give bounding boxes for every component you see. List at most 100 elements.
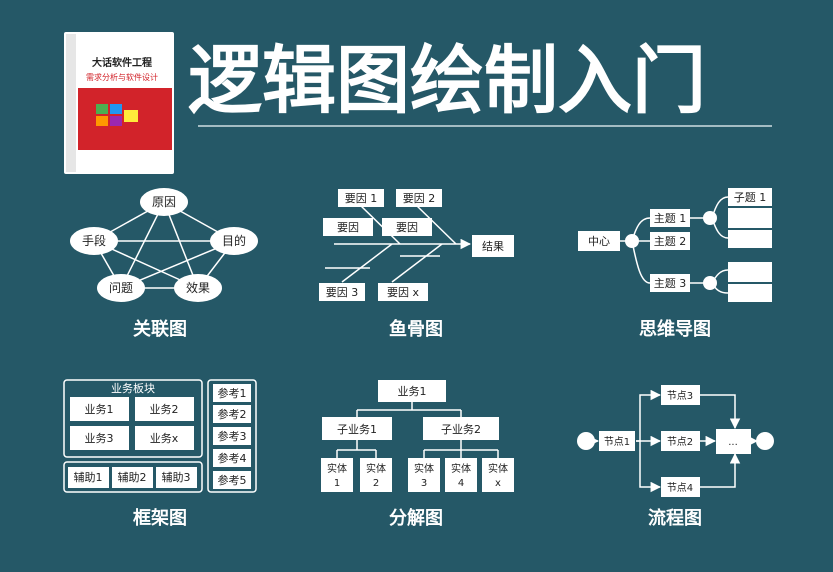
- flowchart-node: ...: [716, 429, 751, 454]
- mindmap-topic: 主题 2: [650, 232, 690, 250]
- fishbone-cause-label: 要因 1: [345, 192, 378, 205]
- mindmap-topic-label: 主题 2: [654, 235, 687, 248]
- association-label: 关联图: [133, 318, 187, 340]
- fishbone-cause: 要因: [323, 218, 373, 236]
- framework-aux-label: 辅助3: [162, 470, 191, 484]
- flowchart-end: [756, 432, 774, 450]
- decomposition-entity-line1: 实体: [327, 462, 347, 475]
- mindmap-center: 中心: [578, 231, 620, 251]
- decomposition-entity: 实体 1: [321, 458, 353, 492]
- flowchart-node: 节点3: [661, 385, 700, 405]
- mindmap-subtopic-box: [728, 284, 772, 302]
- mindmap-topic: 主题 1: [650, 209, 690, 227]
- framework-aux-item: 辅助3: [156, 467, 197, 488]
- mindmap-hub: [625, 234, 639, 248]
- framework-business-label: 业务1: [85, 403, 114, 416]
- framework-label: 框架图: [133, 507, 187, 529]
- flowchart-node: 节点1: [599, 431, 635, 451]
- framework-business-label: 业务2: [150, 403, 179, 416]
- decomposition-entity-line1: 实体: [366, 462, 386, 475]
- decomposition-entity-line1: 实体: [451, 462, 471, 475]
- association-node: 原因: [140, 188, 188, 216]
- flowchart-node-label: 节点4: [667, 482, 693, 494]
- mindmap-label: 思维导图: [639, 318, 711, 340]
- framework-ref-label: 参考1: [218, 386, 247, 400]
- framework-business-label: 业务3: [85, 432, 114, 445]
- framework-ref-label: 参考2: [218, 407, 247, 421]
- fishbone-cause: 要因 3: [319, 283, 365, 301]
- framework-group-title: 业务板块: [111, 381, 155, 395]
- flowchart-start: [577, 432, 595, 450]
- mindmap-subtopic: 子题 1: [728, 188, 772, 206]
- framework-aux-item: 辅助2: [112, 467, 153, 488]
- fishbone-result: 结果: [472, 235, 514, 257]
- book-subtitle: 需求分析与软件设计: [86, 72, 158, 82]
- framework-ref-label: 参考3: [218, 429, 247, 443]
- fishbone-cause-label: 要因: [396, 221, 418, 234]
- decomposition-entity-line2: 1: [334, 478, 340, 489]
- framework-business-item: 业务1: [70, 397, 129, 421]
- fishbone-cause-label: 要因 x: [387, 286, 419, 299]
- framework-ref-item: 参考5: [213, 471, 251, 489]
- decomposition-entity-line2: 3: [421, 478, 427, 489]
- decomposition-root-label: 业务1: [398, 385, 427, 398]
- association-node: 目的: [210, 227, 258, 255]
- decomposition-connectors: [336, 402, 499, 458]
- fishbone-cause: 要因 x: [378, 283, 428, 301]
- mindmap-subtopic-box: [728, 230, 772, 248]
- mindmap-subtopic-box: [728, 208, 772, 228]
- flowchart-node-label: 节点1: [604, 436, 630, 448]
- mindmap-subtopic-box: [728, 262, 772, 282]
- decomposition-child-label: 子业务2: [441, 423, 481, 436]
- mindmap-topic: 主题 3: [650, 274, 690, 292]
- fishbone-cause: 要因: [382, 218, 432, 236]
- framework-ref-item: 参考3: [213, 427, 251, 445]
- book-title: 大话软件工程: [92, 56, 152, 69]
- association-node-label: 原因: [152, 195, 176, 209]
- mindmap-subtopic-label: 子题 1: [734, 191, 767, 204]
- fishbone-cause-label: 要因 2: [403, 192, 436, 205]
- decomposition-entity-line2: x: [495, 478, 501, 489]
- framework-business-label: 业务x: [150, 432, 179, 445]
- flowchart-label: 流程图: [648, 507, 702, 529]
- book-cover: 大话软件工程 需求分析与软件设计: [64, 32, 174, 174]
- framework-ref-label: 参考4: [218, 451, 247, 465]
- page-title: 逻辑图绘制入门: [188, 38, 706, 124]
- flowchart-node: 节点4: [661, 477, 700, 497]
- fishbone-cause-label: 要因: [337, 221, 359, 234]
- framework-ref-item: 参考1: [213, 384, 251, 402]
- fishbone-cause-label: 要因 3: [326, 286, 359, 299]
- association-node: 效果: [174, 274, 222, 302]
- association-node-label: 效果: [186, 280, 210, 295]
- association-node: 问题: [97, 274, 145, 302]
- decomposition-entity-line1: 实体: [488, 462, 508, 475]
- framework-business-item: 业务2: [135, 397, 194, 421]
- decomposition-child: 子业务2: [423, 417, 499, 440]
- fishbone-diagram: [325, 204, 472, 283]
- framework-ref-label: 参考5: [218, 473, 247, 487]
- mindmap-hub: [703, 211, 717, 225]
- framework-group: 业务板块: [63, 379, 203, 458]
- flowchart-node-label: 节点3: [667, 390, 693, 402]
- decomposition-label: 分解图: [389, 507, 443, 529]
- association-node-label: 手段: [82, 233, 106, 248]
- framework-aux-group: [63, 461, 203, 493]
- decomposition-entity-line1: 实体: [414, 462, 434, 475]
- decomposition-entity: 实体 3: [408, 458, 440, 492]
- decomposition-root: 业务1: [378, 380, 446, 402]
- association-node-label: 目的: [222, 233, 246, 248]
- framework-business-item: 业务3: [70, 426, 129, 450]
- fishbone-label: 鱼骨图: [389, 318, 443, 340]
- framework-ref-item: 参考2: [213, 405, 251, 423]
- fishbone-result-label: 结果: [482, 240, 504, 253]
- framework-business-item: 业务x: [135, 426, 194, 450]
- framework-aux-item: 辅助1: [68, 467, 109, 488]
- mindmap-hub: [703, 276, 717, 290]
- flowchart-node-label: 节点2: [667, 436, 693, 448]
- association-node-label: 问题: [109, 281, 133, 295]
- framework-ref-item: 参考4: [213, 449, 251, 467]
- flowchart-node: 节点2: [661, 431, 700, 451]
- mindmap-topic-label: 主题 3: [654, 277, 687, 290]
